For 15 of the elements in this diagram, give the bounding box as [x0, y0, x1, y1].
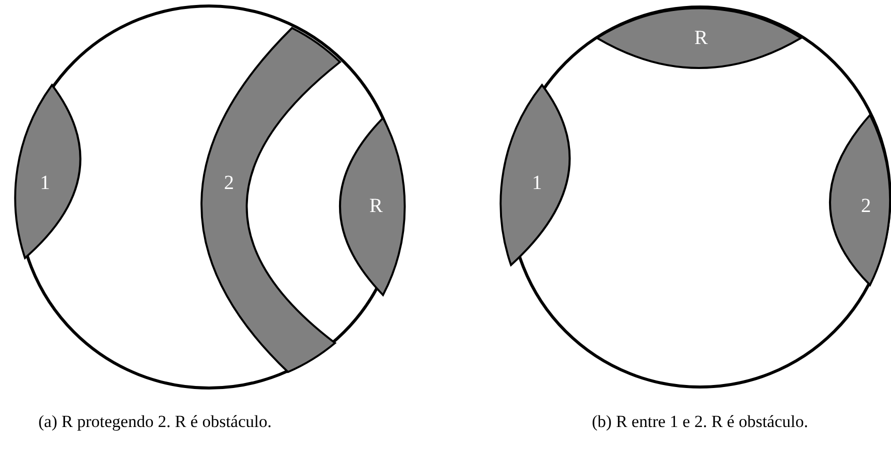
region-label: 1 — [532, 172, 542, 194]
figure-caption: (a) R protegendo 2. R é obstáculo. — [38, 412, 272, 432]
region-label: 2 — [861, 195, 871, 217]
region-label: R — [694, 27, 708, 49]
shaded-region — [500, 84, 571, 266]
figure-caption: (b) R entre 1 e 2. R é obstáculo. — [592, 412, 808, 432]
disk — [500, 6, 891, 388]
shaded-region — [14, 84, 82, 259]
shaded-region — [596, 8, 802, 69]
shaded-region — [829, 114, 891, 286]
region-label: 1 — [40, 172, 50, 194]
region-label: 2 — [224, 172, 234, 194]
region-label: R — [369, 195, 383, 217]
disk — [14, 4, 406, 390]
shaded-region — [339, 117, 406, 296]
